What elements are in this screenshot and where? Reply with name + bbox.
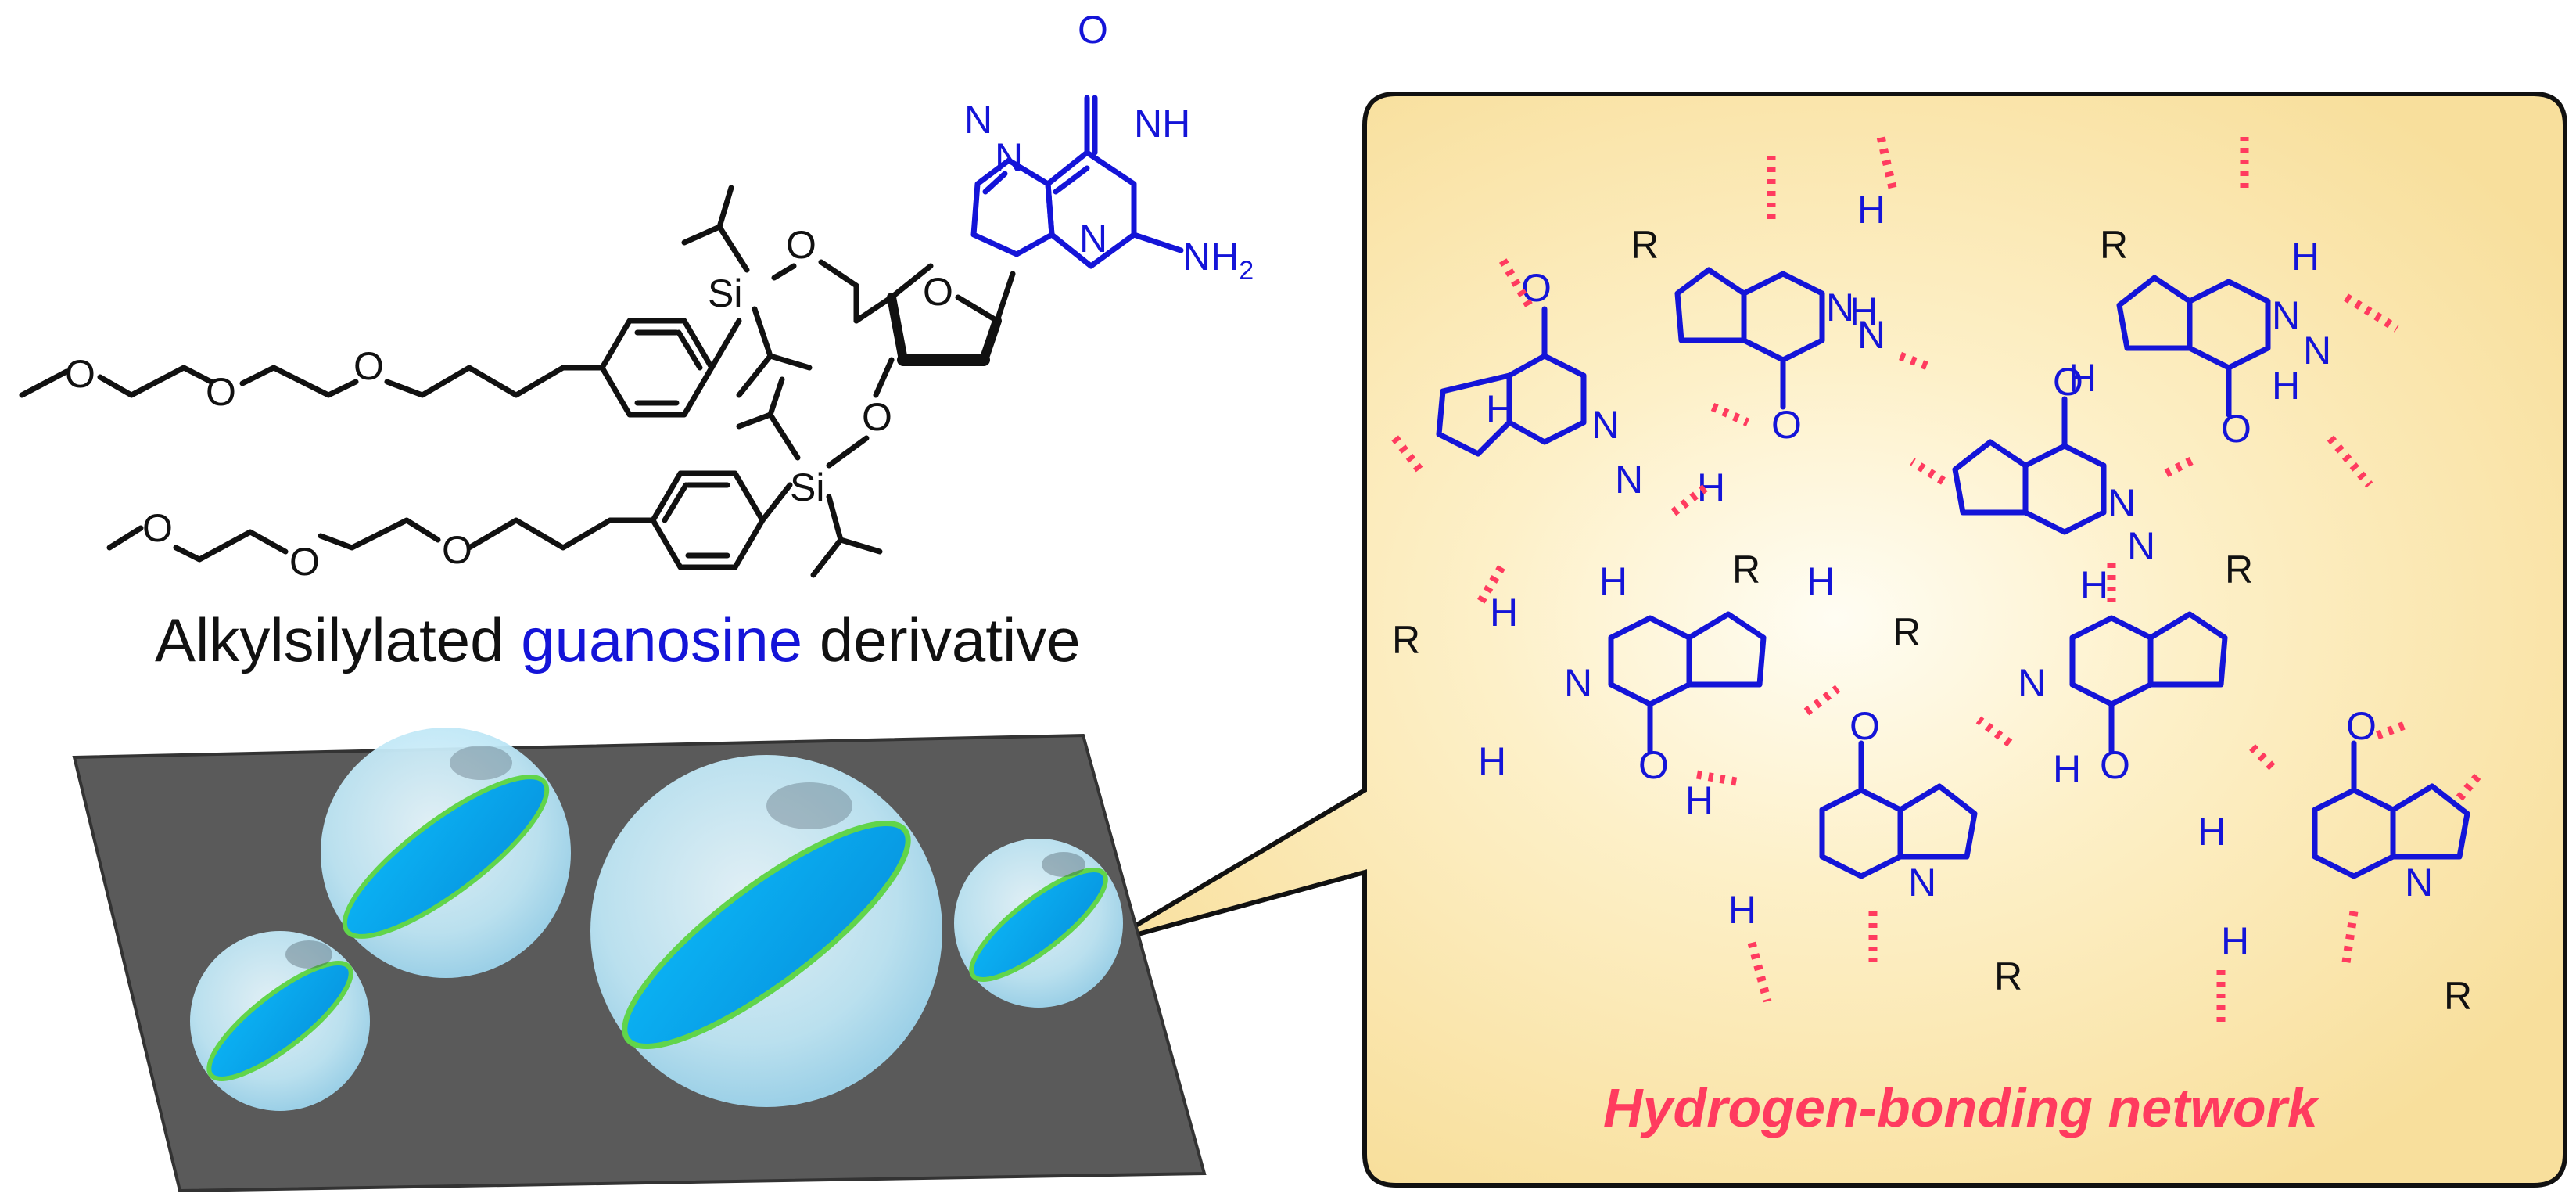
atom-h: H xyxy=(1478,739,1506,783)
atom-si: Si xyxy=(790,466,824,509)
r-group: R xyxy=(1631,223,1659,267)
atom-o: O xyxy=(2221,407,2251,451)
guanosine-molecule: O O O Si O O O Si xyxy=(19,8,1254,584)
guanine-unit-3 xyxy=(1952,396,2107,535)
benzene-ring-lower xyxy=(650,470,766,570)
atom-o: O xyxy=(923,270,953,314)
atom-n: N xyxy=(1615,458,1643,501)
atom-n: N xyxy=(964,98,992,142)
atom-o: O xyxy=(786,223,816,267)
atom-n: N xyxy=(2108,481,2136,525)
droplet-small xyxy=(190,931,370,1111)
caption-guanosine: guanosine xyxy=(521,606,802,674)
atom-h: H xyxy=(1490,591,1518,634)
atom-h: H xyxy=(1728,888,1756,932)
atom-h: H xyxy=(1685,778,1713,822)
droplet-medium xyxy=(321,728,571,978)
network-labels: R R R R R R R R O O O O O O O O N N N N … xyxy=(1392,188,2472,1018)
atom-n: N xyxy=(2303,329,2331,372)
atom-o: O xyxy=(2346,704,2377,748)
atom-si: Si xyxy=(708,271,742,315)
atom-h: H xyxy=(2197,810,2226,854)
guanine-unit-7 xyxy=(1819,740,1978,879)
atom-n: N xyxy=(995,135,1023,179)
atom-h: H xyxy=(1486,387,1514,431)
atom-o: O xyxy=(1849,704,1880,748)
atom-o: O xyxy=(862,395,892,439)
droplet-large xyxy=(590,755,942,1107)
atom-n: N xyxy=(1857,313,1885,357)
atom-n: N xyxy=(2127,524,2155,568)
atom-n: N xyxy=(2272,293,2300,337)
atom-h: H xyxy=(2221,919,2249,963)
guanine-base: O N NH N N NH2 xyxy=(964,8,1254,324)
atom-h: H xyxy=(1857,188,1885,232)
r-group: R xyxy=(1994,954,2022,998)
atom-h: H xyxy=(1806,559,1835,603)
r-group: R xyxy=(1392,618,1420,662)
guanine-unit-6 xyxy=(2069,611,2228,754)
atom-n: N xyxy=(1079,217,1107,261)
guanine-unit-5 xyxy=(1608,611,1767,754)
guanine-unit-4 xyxy=(2116,275,2271,418)
atom-n: N xyxy=(1564,661,1592,705)
r-group: R xyxy=(2225,548,2253,591)
atom-n: N xyxy=(2405,861,2433,904)
atom-o: O xyxy=(1771,403,1802,447)
atom-nh: NH xyxy=(1134,102,1190,146)
droplet-right xyxy=(954,839,1123,1008)
r-group: R xyxy=(2100,223,2128,267)
callout-bubble xyxy=(1105,92,2567,1188)
atom-o: O xyxy=(1078,8,1108,52)
atom-h: H xyxy=(2291,235,2319,279)
atom-n: N xyxy=(1591,403,1620,447)
molecule-caption: Alkylsilylated guanosine derivative xyxy=(155,606,1081,674)
atom-nh2: NH2 xyxy=(1182,235,1254,286)
guanine-unit-2 xyxy=(1674,267,1825,410)
atom-h: H xyxy=(1599,559,1627,603)
network-title: Hydrogen-bonding network xyxy=(1603,1077,2320,1138)
atom-n: N xyxy=(1826,286,1854,329)
atom-o: O xyxy=(2100,743,2130,787)
r-group: R xyxy=(1893,610,1921,654)
r-group: R xyxy=(1732,548,1760,591)
atom-n: N xyxy=(2018,661,2046,705)
guanine-unit-8 xyxy=(2312,740,2470,879)
atom-o: O xyxy=(206,370,236,414)
atom-h: H xyxy=(2068,356,2097,400)
atom-o: O xyxy=(1638,743,1669,787)
benzene-ring-upper xyxy=(599,318,715,418)
atom-o: O xyxy=(2053,360,2083,404)
atom-o: O xyxy=(142,506,173,550)
atom-h: H xyxy=(2053,747,2081,791)
substrate-scene xyxy=(72,728,1207,1193)
atom-h: H xyxy=(2080,563,2108,607)
atom-o: O xyxy=(353,344,384,388)
atom-h: H xyxy=(2272,364,2300,408)
atom-o: O xyxy=(65,352,95,396)
hbond-network: R R R R R R R R O O O O O O O O N N N N … xyxy=(1388,135,2483,1025)
atom-o: O xyxy=(442,528,472,572)
atom-o: O xyxy=(289,540,320,584)
guanine-unit-1 xyxy=(1436,306,1587,457)
atom-h: H xyxy=(1849,289,1878,333)
ribose-ring: O xyxy=(853,263,1002,366)
caption-part-3: derivative xyxy=(802,606,1081,674)
r-group: R xyxy=(2444,974,2472,1018)
atom-n: N xyxy=(1908,861,1936,904)
caption-part-1: Alkylsilylated xyxy=(155,606,521,674)
hydrogen-bonds xyxy=(1388,135,2483,1025)
